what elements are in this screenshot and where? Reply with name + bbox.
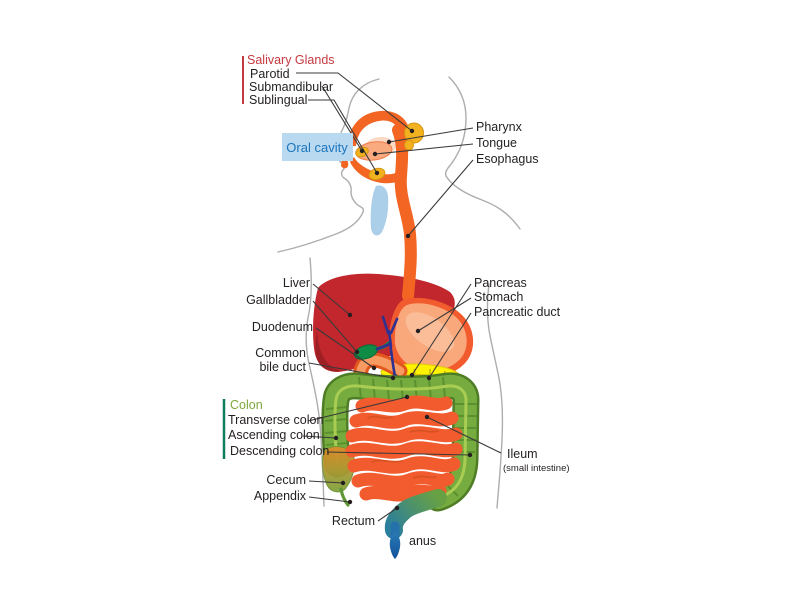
- label-pharynx: Pharynx: [476, 120, 523, 134]
- label-duodenum: Duodenum: [252, 320, 313, 334]
- stomach-line: [417, 297, 472, 332]
- label-common-bile-duct-1: Common: [255, 346, 306, 360]
- leader-lines: [296, 72, 502, 522]
- pharynx-line: [388, 127, 474, 143]
- appendix-shape: [339, 487, 350, 507]
- palate-shape: [347, 110, 409, 146]
- colon-shape: [321, 372, 480, 512]
- label-anus: anus: [409, 534, 436, 548]
- label-stomach: Stomach: [474, 290, 523, 304]
- rectum-line: [377, 507, 398, 522]
- appendix-line: [308, 496, 351, 503]
- stomach-shape: [388, 297, 474, 378]
- duodenum-line: [315, 327, 375, 369]
- label-ascending-colon: Ascending colon: [228, 428, 320, 442]
- label-common-bile-duct-2: bile duct: [259, 360, 306, 374]
- pancreatic-duct-leader: [428, 312, 472, 379]
- left-hepatic-duct: [381, 315, 390, 335]
- stomach-highlight: [405, 312, 455, 352]
- taenia-coli-line: [333, 384, 468, 500]
- submandibular-line: [321, 85, 363, 152]
- sigmoid-rectum-shape: [384, 489, 447, 539]
- ascending-colon-line: [302, 435, 337, 439]
- label-ileum-note: (small intestine): [503, 463, 570, 474]
- labels: Salivary Glands Parotid Submandibular Su…: [228, 53, 570, 548]
- sublingual-line: [308, 99, 378, 174]
- label-salivary-glands: Salivary Glands: [247, 53, 335, 67]
- ileum-line: [426, 416, 502, 454]
- back-of-head-outline: [444, 76, 521, 230]
- label-cecum: Cecum: [266, 473, 306, 487]
- mouth-floor-shape: [350, 157, 403, 184]
- label-colon: Colon: [230, 398, 263, 412]
- right-hepatic-duct: [389, 317, 399, 335]
- left-torso-outline: [305, 257, 325, 507]
- transverse-colon-line: [307, 396, 408, 422]
- label-rectum: Rectum: [332, 514, 375, 528]
- esophagus-line: [407, 159, 474, 237]
- rectum-anus-shape: [384, 489, 447, 559]
- right-torso-outline: [486, 283, 504, 509]
- label-submandibular: Submandibular: [249, 80, 333, 94]
- parotid-line: [296, 72, 413, 132]
- label-esophagus: Esophagus: [476, 152, 539, 166]
- leader-dots: [333, 128, 473, 511]
- label-gallbladder: Gallbladder: [246, 293, 310, 307]
- label-transverse-colon: Transverse colon: [228, 413, 323, 427]
- common-bile-duct-shape: [388, 341, 397, 378]
- tongue-line: [374, 143, 474, 155]
- parotid-gland-shape: [404, 122, 424, 144]
- label-ileum: Ileum: [507, 447, 538, 461]
- label-descending-colon: Descending colon: [230, 444, 329, 458]
- label-parotid: Parotid: [250, 67, 290, 81]
- oral-cavity-box: [282, 133, 353, 161]
- gallbladder-line: [312, 300, 358, 353]
- label-oral-cavity: Oral cavity: [286, 140, 348, 155]
- label-sublingual: Sublingual: [249, 93, 307, 107]
- descending-colon-line: [326, 451, 471, 456]
- label-pancreatic-duct: Pancreatic duct: [474, 305, 561, 319]
- label-liver: Liver: [283, 276, 310, 290]
- label-pancreas: Pancreas: [474, 276, 527, 290]
- pancreas-line: [411, 283, 472, 376]
- label-appendix: Appendix: [254, 489, 307, 503]
- label-tongue: Tongue: [476, 136, 517, 150]
- anus-shape: [389, 532, 401, 559]
- esophagus-shape: [392, 124, 417, 302]
- small-intestine-shape: [345, 395, 463, 502]
- common-bile-duct-line: [308, 362, 394, 379]
- trachea-shape: [370, 185, 389, 236]
- liver-shadow: [315, 330, 342, 372]
- cecum-line: [308, 480, 344, 484]
- liver-line: [312, 283, 351, 316]
